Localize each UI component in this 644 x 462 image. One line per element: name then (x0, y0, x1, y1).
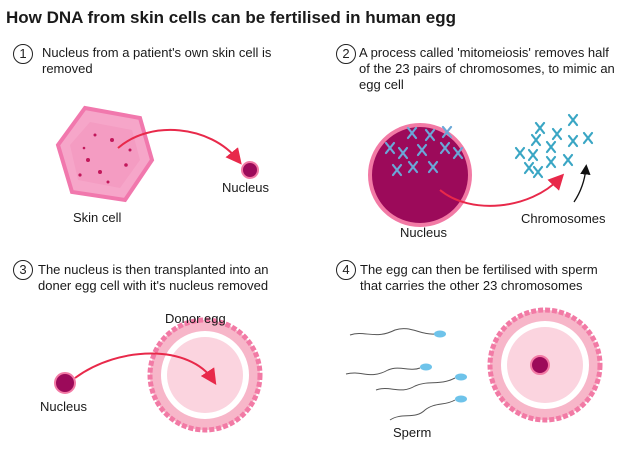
label-sperm: Sperm (393, 425, 432, 440)
egg (487, 307, 603, 423)
label-skin-cell: Skin cell (73, 210, 122, 225)
arrow-3 (74, 352, 217, 386)
label-chromosomes: Chromosomes (521, 211, 606, 226)
label-nucleus-1: Nucleus (222, 180, 269, 195)
nucleus-small-1 (241, 161, 259, 179)
label-donor-egg: Donor egg (165, 311, 226, 326)
donor-egg (147, 317, 263, 433)
arrow-1 (117, 129, 242, 165)
nucleus-large (368, 123, 472, 227)
step-number-2: 2 (336, 44, 356, 64)
arrow-2 (439, 173, 565, 207)
step-number-4: 4 (336, 260, 356, 280)
step-3-text: The nucleus is then transplanted into an… (38, 262, 269, 293)
label-nucleus-2: Nucleus (400, 225, 447, 240)
step-4-text: The egg can then be fertilised with sper… (360, 262, 598, 293)
label-nucleus-3: Nucleus (40, 399, 87, 414)
step-number-3: 3 (13, 260, 33, 280)
skin-cell (55, 105, 155, 203)
step-1-text: Nucleus from a patient's own skin cell i… (42, 45, 272, 76)
diagram-title: How DNA from skin cells can be fertilise… (6, 8, 456, 27)
nucleus-small-3 (54, 372, 76, 394)
arrow-chromosomes (573, 164, 591, 203)
step-2-text: A process called 'mitomeiosis' removes h… (359, 45, 615, 92)
step-number-1: 1 (13, 44, 33, 64)
sperm-cells (345, 328, 467, 421)
free-chromosomes (514, 113, 594, 179)
